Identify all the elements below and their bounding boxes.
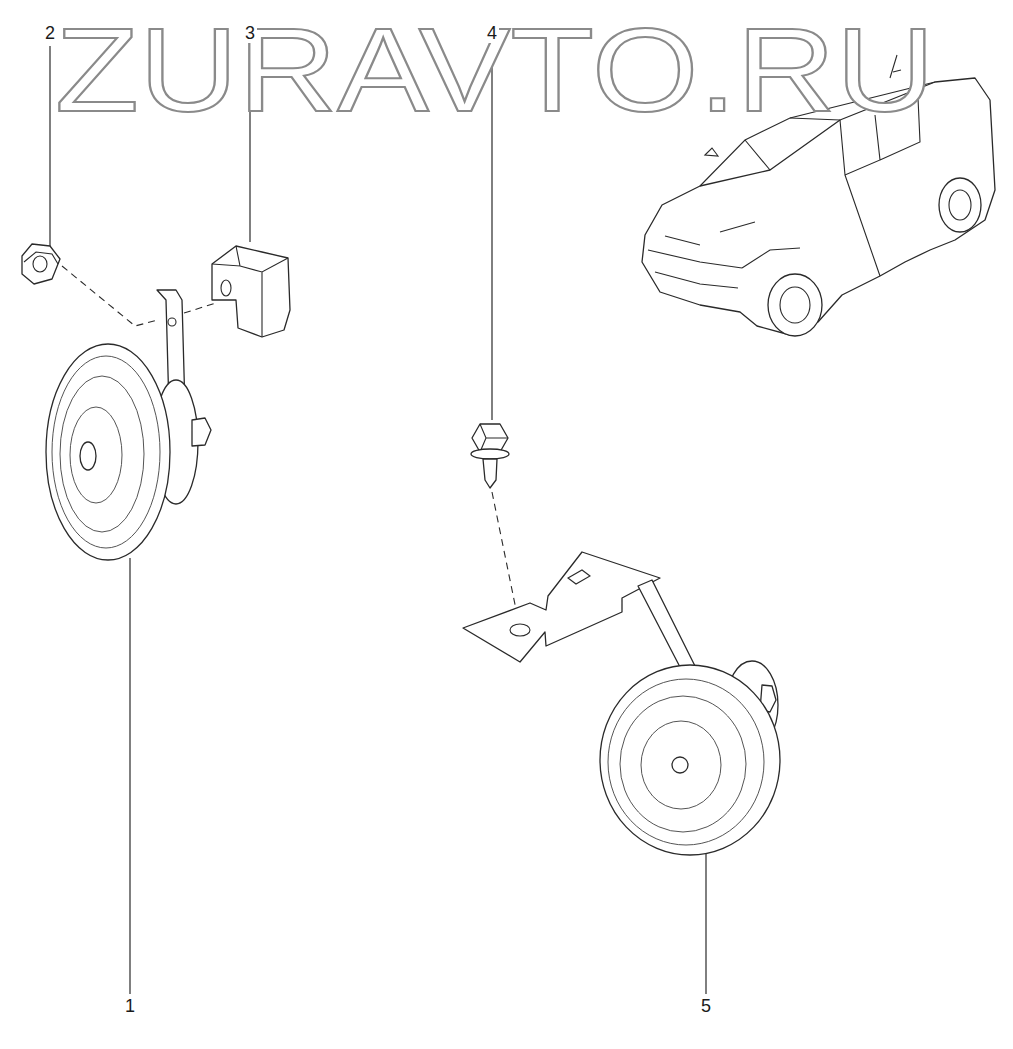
bracket-body [212,246,290,337]
horn [46,290,211,560]
callout-number: 4 [485,23,499,43]
car-wheel [768,274,822,336]
bolt [471,424,509,488]
callout-number: 5 [699,996,713,1016]
car-front-grille [648,236,742,288]
horn-ring [641,721,721,809]
callout-number: 2 [43,23,57,43]
plate-clip [568,570,590,584]
strip-hole [168,318,176,326]
leader-line [705,848,706,994]
bracket-hole [221,280,231,296]
horn-ring [60,376,144,532]
horn-terminal [192,418,211,446]
horn-ring [608,679,764,845]
horn-ring [52,356,160,548]
nut-edge [24,252,58,264]
car-wheel-rim [949,190,971,220]
leader-line [129,558,130,994]
horn-center [80,442,96,470]
horn-disk [600,665,780,855]
car-wheel-rim [780,287,810,323]
bolt-washer [471,449,509,459]
horn-disk [46,344,170,560]
bolt-head-edge [480,424,508,452]
nut-body [22,244,60,284]
horn-ring [70,407,122,503]
leader-line [49,46,50,250]
horn-ring [620,696,746,832]
bracket-edge [212,246,288,337]
flange-nut [22,244,60,284]
callout-number: 3 [243,23,257,43]
plate-hole [510,624,530,636]
car-headlight [720,222,800,268]
car-wheel [939,178,981,232]
car-mirror [705,148,718,156]
assembly-line [492,492,519,624]
bolt-shank [483,459,497,488]
mount-bracket [212,246,290,337]
nut-hole [33,256,47,272]
bracket-plate [463,552,660,662]
bolt-head [472,424,508,452]
callout-number: 1 [123,996,137,1016]
horn-center [672,757,688,773]
assembly-line [62,266,216,326]
horn-with-bracket [463,552,780,855]
